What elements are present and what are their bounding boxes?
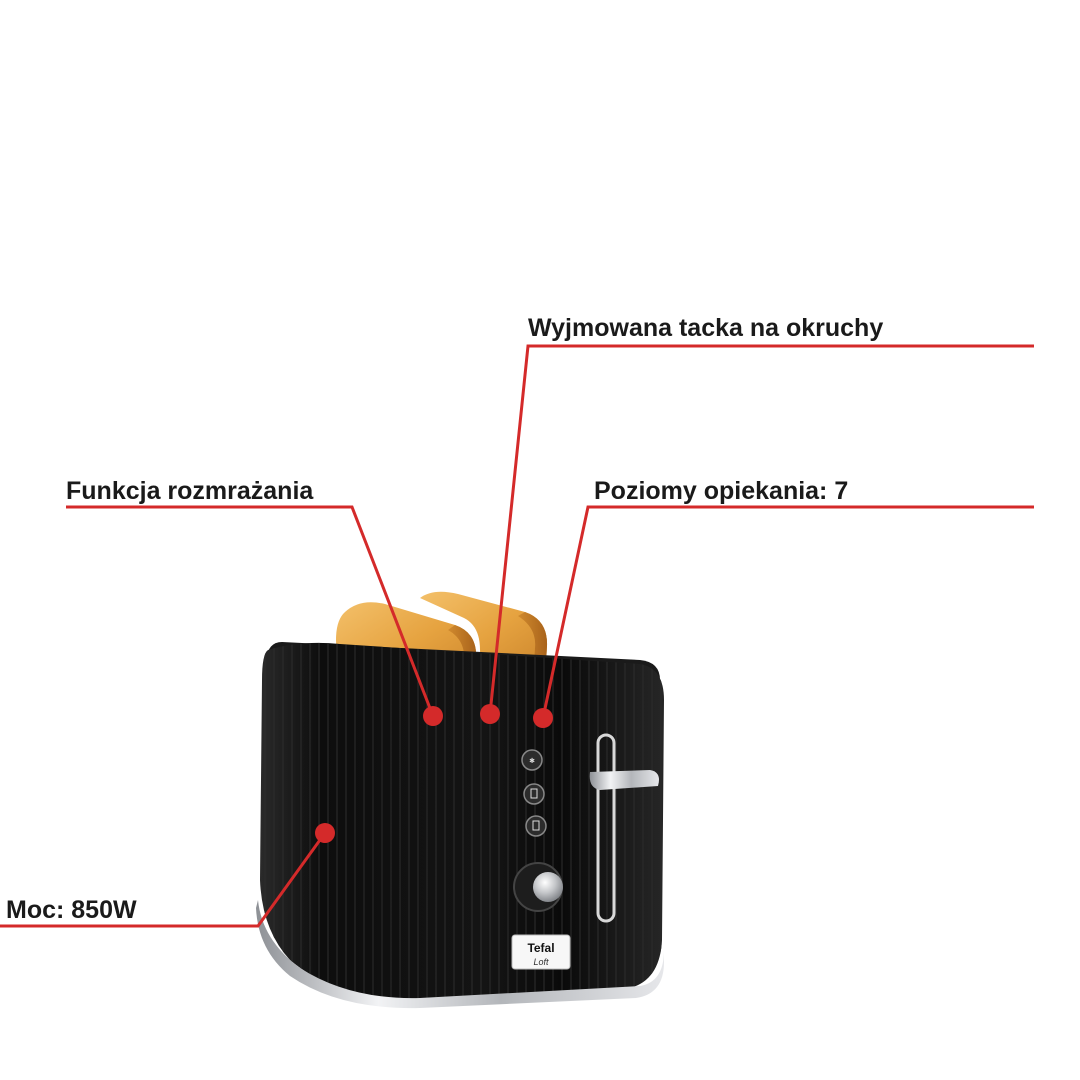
callout-lines	[0, 344, 1034, 928]
callout-dot-levels	[533, 708, 553, 728]
callout-line-levels	[541, 505, 1034, 719]
callout-line-power	[0, 832, 327, 928]
callout-dot-power	[315, 823, 335, 843]
toaster-body	[260, 642, 664, 1001]
control-panel: ✱	[513, 749, 563, 912]
base-chrome	[256, 900, 664, 1009]
defrost-button-icon[interactable]	[521, 749, 543, 771]
callout-defrost-label: Funkcja rozmrażania	[66, 477, 314, 505]
lever-icon[interactable]	[589, 770, 659, 790]
lever-slot	[596, 733, 616, 923]
callout-power-label: Moc: 850W	[6, 896, 137, 924]
brand-badge: Tefal Loft	[511, 934, 571, 970]
single-slice-icon[interactable]	[523, 783, 545, 805]
callout-dot-defrost	[423, 706, 443, 726]
brand-name: Tefal	[527, 941, 554, 955]
callout-toast-levels-label: Poziomy opiekania: 7	[594, 477, 849, 505]
callout-dot-crumb-tray	[480, 704, 500, 724]
callout-crumb-tray-label: Wyjmowana tacka na okruchy	[528, 314, 884, 342]
callout-dots	[315, 704, 553, 843]
stop-icon[interactable]	[525, 815, 547, 837]
svg-text:✱: ✱	[529, 757, 535, 765]
callout-line-crumb-tray	[488, 344, 1034, 715]
model-name: Loft	[533, 957, 549, 967]
callout-line-defrost	[66, 505, 435, 717]
